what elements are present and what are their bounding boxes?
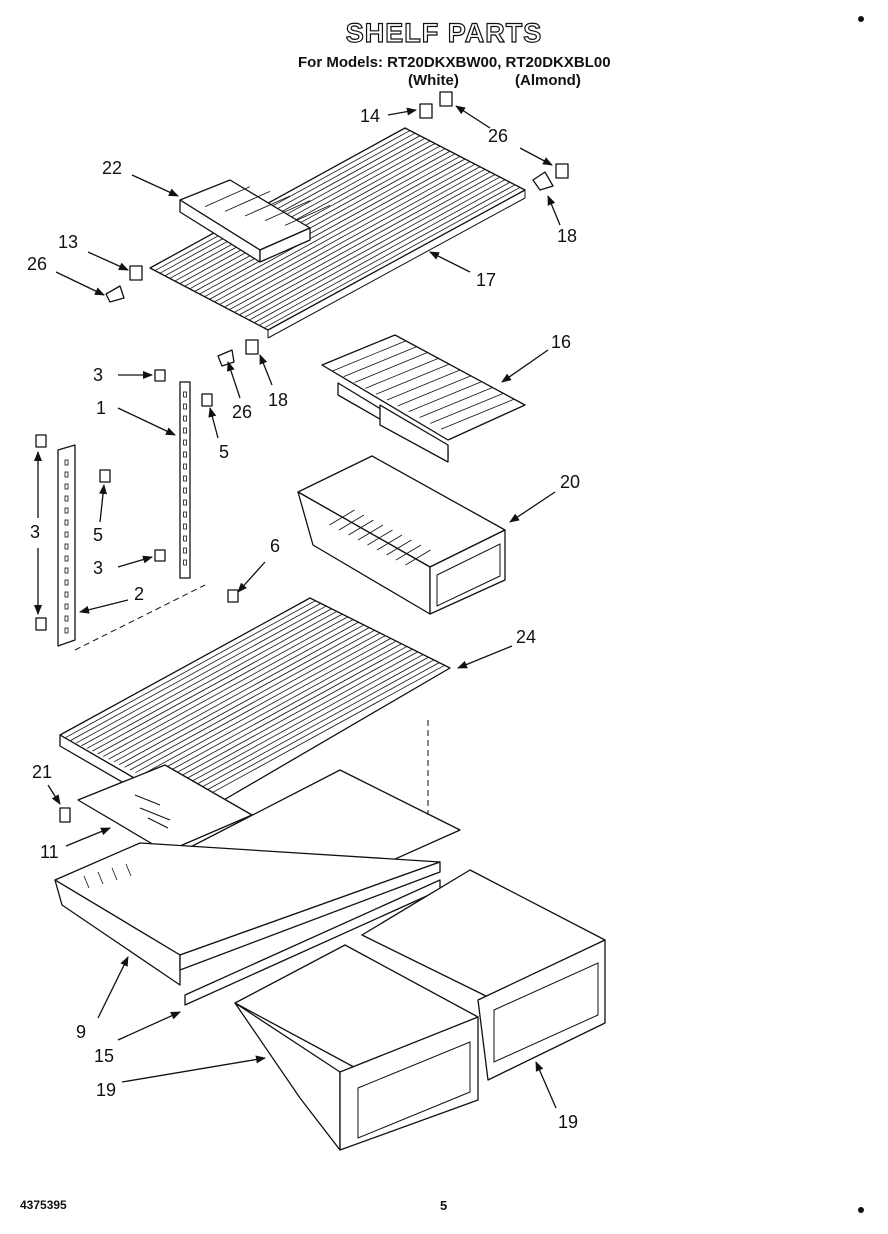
- callout-19-right: 19: [558, 1112, 578, 1132]
- callout-11: 11: [40, 842, 59, 862]
- callout-3-lower: 3: [93, 558, 103, 578]
- corner-dot-top: [858, 16, 864, 22]
- callout-6: 6: [270, 536, 280, 556]
- callout-24: 24: [516, 627, 536, 647]
- models-line: For Models: RT20DKXBW00, RT20DKXBL00: [298, 54, 611, 71]
- callout-21: 21: [32, 762, 52, 782]
- page-title: SHELF PARTS: [345, 17, 543, 48]
- crisper-drawer-left: [234, 944, 479, 1151]
- wire-shelf-upper: [149, 127, 526, 339]
- callout-2: 2: [134, 584, 144, 604]
- callout-17: 17: [476, 270, 496, 290]
- callout-18-top: 18: [557, 226, 577, 246]
- shelf-support-rails: [35, 369, 239, 651]
- callout-14: 14: [360, 106, 380, 126]
- meat-pan-cover: [321, 334, 526, 463]
- variant-white: (White): [408, 72, 459, 89]
- corner-dot-bottom: [858, 1207, 864, 1213]
- callout-5-left: 5: [93, 525, 103, 545]
- page-number: 5: [440, 1198, 448, 1213]
- meat-pan-drawer: [297, 455, 506, 615]
- callout-9: 9: [76, 1022, 86, 1042]
- callout-26-mid: 26: [232, 402, 252, 422]
- callout-26-left: 26: [27, 254, 47, 274]
- crisper-cover-frame: [54, 842, 441, 986]
- crisper-drawer-right: [361, 869, 606, 1081]
- callout-18-mid: 18: [268, 390, 288, 410]
- callout-26-top: 26: [488, 126, 508, 146]
- callout-3-left: 3: [30, 522, 40, 542]
- variant-almond: (Almond): [515, 72, 581, 89]
- document-code: 4375395: [20, 1198, 67, 1212]
- callout-3-upper: 3: [93, 365, 103, 385]
- leader-arrows: [34, 105, 561, 1109]
- callout-16: 16: [551, 332, 571, 352]
- ice-cube-tray: [179, 179, 331, 263]
- shelf-bracket-small: [59, 807, 71, 823]
- callout-13: 13: [58, 232, 78, 252]
- callout-15: 15: [94, 1046, 114, 1066]
- callout-1: 1: [96, 398, 106, 418]
- callout-5-mid: 5: [219, 442, 229, 462]
- callout-20: 20: [560, 472, 580, 492]
- callout-22: 22: [102, 158, 122, 178]
- callout-19-left: 19: [96, 1080, 116, 1100]
